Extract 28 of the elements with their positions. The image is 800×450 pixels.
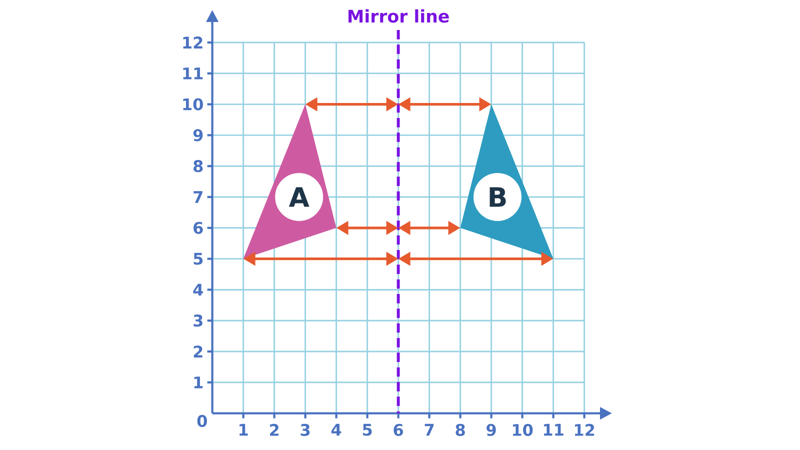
tick-label: 8: [456, 424, 465, 436]
tick-label: 10: [512, 424, 533, 436]
tick-label: 10: [183, 98, 203, 110]
mirror-line-label: Mirror line: [348, 9, 449, 23]
tick-label: 9: [486, 424, 496, 436]
tick-label: 7: [424, 424, 434, 436]
tick-label: 11: [183, 68, 203, 80]
tick-label: 9: [193, 129, 203, 142]
tick-label: 7: [194, 191, 202, 203]
tick-label: 5: [194, 252, 203, 265]
tick-label: 6: [394, 424, 403, 436]
tick-label: 3: [300, 424, 310, 436]
tick-label: 2: [194, 346, 202, 358]
tick-label: 5: [362, 424, 372, 436]
tick-label: 1: [240, 424, 248, 436]
tick-label: 8: [194, 160, 203, 172]
tick-label: 11: [544, 424, 564, 436]
tick-label: 6: [194, 222, 203, 234]
tick-label: 1: [194, 376, 203, 388]
triangle: B: [460, 104, 554, 259]
tick-label: 3: [194, 314, 202, 327]
tick-label: 2: [270, 424, 278, 436]
tick-label: 12: [183, 36, 202, 48]
triangle: A: [243, 104, 336, 259]
tick-label: 4: [331, 424, 342, 436]
tick-label: 0: [197, 414, 207, 427]
tick-label: 4: [193, 284, 203, 296]
tick-label: 12: [574, 424, 594, 436]
